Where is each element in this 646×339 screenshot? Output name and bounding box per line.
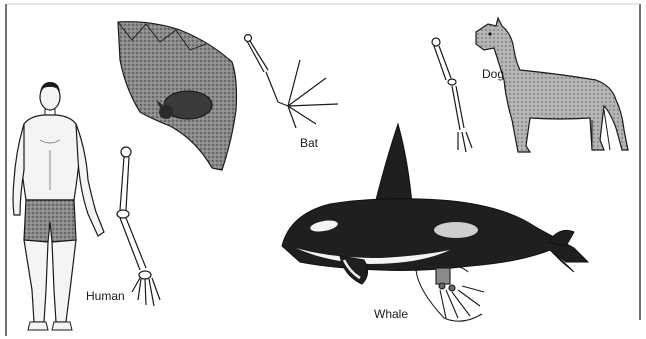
label-human: Human (86, 289, 125, 303)
dog-figure (476, 18, 628, 152)
label-dog: Dog (482, 67, 504, 81)
bat-figure (118, 22, 237, 170)
dog-arm-bones (432, 38, 472, 152)
human-arm-bones (117, 147, 160, 306)
label-whale: Whale (374, 307, 408, 321)
diagram-border (6, 4, 640, 336)
bat-wing-bones (245, 35, 339, 129)
whale-figure (282, 124, 588, 284)
whale-flipper-bones (414, 264, 484, 322)
label-bat: Bat (300, 136, 319, 150)
